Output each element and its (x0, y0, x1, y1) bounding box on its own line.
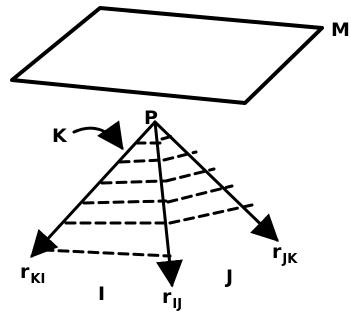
ray-jk-label: rJK (272, 241, 298, 267)
ray-ij-arrow (153, 120, 183, 288)
face-i-label: I (98, 283, 105, 305)
face-j-label: J (224, 266, 233, 288)
plane-m (10, 6, 324, 105)
face-j-hatching (160, 133, 254, 225)
ray-ij-label: rIJ (162, 286, 182, 312)
k-pointer-arrow (72, 120, 124, 151)
face-k-label: K (52, 125, 68, 147)
apex-label: P (144, 107, 158, 129)
face-k-hatching (42, 141, 172, 258)
ray-jk-arrow (153, 120, 279, 242)
ray-ki-arrow (30, 120, 157, 258)
plane-label: M (331, 19, 350, 41)
ray-ki-label: rKI (20, 261, 45, 287)
